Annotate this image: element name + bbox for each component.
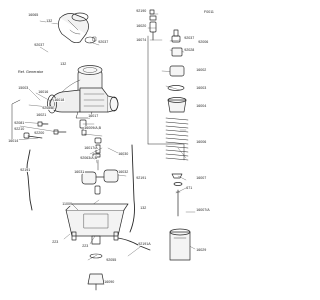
part-label-92063: 92063/A,B (80, 156, 98, 160)
part-label-16090: 16090 (104, 280, 115, 284)
part-label-92028: 92028 (184, 48, 195, 52)
vent-tube-right (129, 144, 135, 233)
vent-tube-left (26, 149, 33, 211)
cable-guide (149, 9, 157, 41)
part-label-92081: 92081 (14, 121, 25, 125)
part-label-92037-right: 92037 (184, 36, 195, 40)
part-label-16032: 16032 (118, 170, 129, 174)
part-label-16017a: 16017/A (84, 146, 98, 150)
part-label-16029: 16029 (196, 248, 207, 252)
float-bowl (65, 203, 129, 245)
part-label-92037-left: 92037 (34, 43, 45, 47)
part-label-92190: 92190 (136, 9, 147, 13)
part-label-16007a: 16007/A (196, 208, 210, 212)
part-label-16016: 16016 (38, 90, 49, 94)
jet-needle-clip (173, 182, 183, 186)
leader-lines (15, 13, 196, 283)
part-label-16030: 16030 (118, 152, 129, 156)
part-label-15003: 15003 (18, 86, 29, 90)
part-label-92210: 92210 (14, 127, 25, 131)
part-label-132-top: 132 (46, 19, 53, 23)
assembly-bracket-right-bottom (147, 143, 185, 161)
intake-elbow (58, 12, 89, 44)
part-label-92055: 92055 (106, 258, 117, 262)
part-label-16009: 16009/A,B (84, 126, 102, 130)
caption-ref-generator: Ref. Generator (18, 70, 44, 74)
part-label-11009: 11009 (62, 202, 73, 206)
assembly-bracket-left (11, 99, 21, 141)
washer (167, 85, 185, 91)
throttle-spring (165, 117, 189, 161)
part-label-16004: 16004 (196, 104, 207, 108)
part-label-16020: 16020 (136, 24, 147, 28)
part-label-16021: 16021 (36, 113, 47, 117)
carburetor-body (47, 65, 119, 119)
part-label-16065: 16065 (28, 13, 39, 17)
part-label-16006: 16006 (196, 140, 207, 144)
part-label-132-mid: 132 (60, 62, 67, 66)
part-label-92191a: 92191A (138, 242, 151, 246)
part-label-92037-mid: 92037 (98, 40, 109, 44)
part-label-16017: 16017 (88, 114, 99, 118)
part-label-16018: 16018 (54, 98, 65, 102)
slide-top (167, 97, 187, 113)
carburetor-exploded-diagram (11, 9, 196, 291)
part-label-16003: 16003 (196, 86, 207, 90)
part-label-16074: 16074 (136, 38, 147, 42)
part-label-223-right: 223 (82, 244, 89, 248)
part-label-16014: 16014 (8, 139, 19, 143)
part-label-92200: 92200 (34, 131, 45, 135)
hose-clamp (84, 36, 97, 44)
float-assembly (81, 159, 119, 195)
part-label-92006: 92006 (198, 40, 209, 44)
retainer-clip (171, 173, 183, 179)
drain-plug (87, 253, 105, 291)
pilot-screw (23, 132, 43, 139)
part-label-223-left: 223 (52, 240, 59, 244)
adjuster-nut (171, 47, 183, 57)
part-label-92191-mid: 92191 (136, 176, 147, 180)
part-label-92191-left: 92191 (20, 168, 31, 172)
part-label-671: 671 (186, 186, 193, 190)
throttle-slide (169, 228, 191, 261)
part-label-132-bowl: 132 (140, 206, 147, 210)
jet-needle (175, 189, 181, 217)
part-label-92055e: 92055E (42, 106, 55, 110)
part-label-16007: 16007 (196, 176, 207, 180)
part-label-16031: 16031 (74, 170, 85, 174)
top-cap (171, 29, 181, 43)
part-label-16002: 16002 (196, 68, 207, 72)
reference-code: F0011 (204, 10, 214, 14)
mixing-cap (169, 65, 185, 77)
